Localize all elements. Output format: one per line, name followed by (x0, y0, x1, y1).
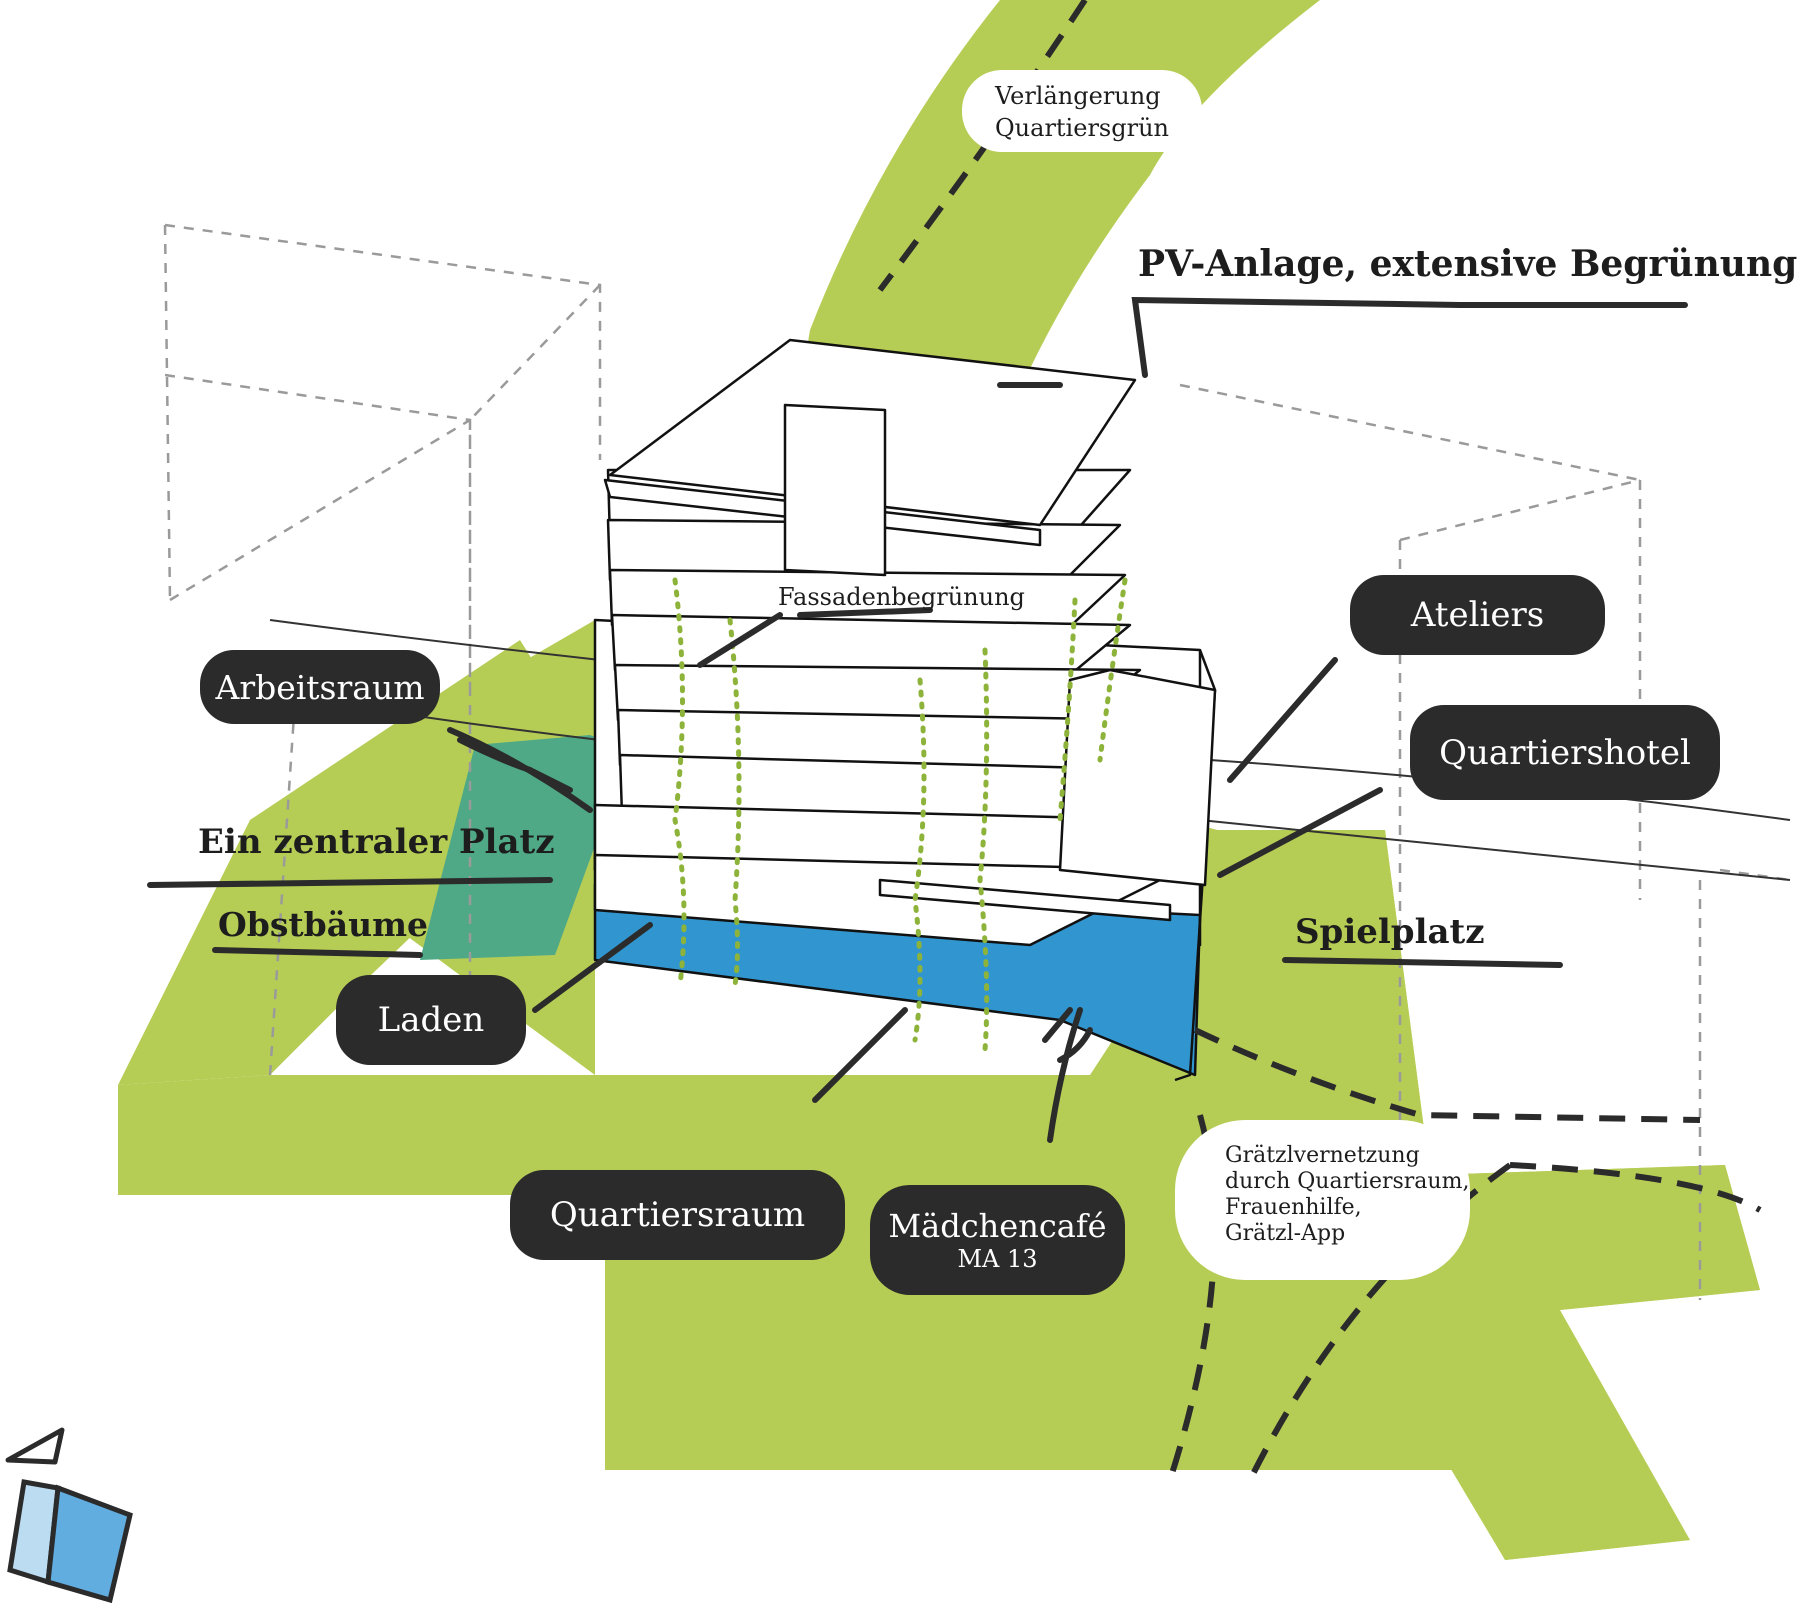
pv-panel-icon (7, 1479, 133, 1604)
network-label-3: Frauenhilfe, (1225, 1195, 1362, 1220)
teal-square (420, 735, 630, 960)
green-extension-cloud (962, 70, 1202, 152)
facade-greenery (672, 577, 1128, 1053)
quartiershotel-badge: Quartiershotel (1410, 705, 1720, 800)
green-extension-label-2: Quartiersgrün (995, 114, 1169, 142)
network-cloud (1175, 1120, 1470, 1280)
obstbaeume-label: Obstbäume (218, 905, 429, 944)
network-label-1: Grätzlvernetzung (1225, 1143, 1420, 1168)
green-extension-label-1: Verlängerung (995, 82, 1161, 110)
facade-label: Fassadenbegrünung (778, 583, 1025, 611)
roof-label: PV-Anlage, extensive Begrünung (1138, 243, 1798, 285)
network-label-2: durch Quartiersraum, (1225, 1169, 1470, 1194)
building (593, 338, 1217, 1082)
quartiersraum-badge: Quartiersraum (510, 1170, 845, 1260)
maedchencafe-badge: Mädchencafé MA 13 (870, 1185, 1125, 1295)
ateliers-badge: Ateliers (1350, 575, 1605, 655)
green-strip-west (118, 620, 595, 1085)
compass-arrow-icon (5, 1427, 65, 1465)
arbeitsraum-badge: Arbeitsraum (200, 650, 440, 724)
maedchencafe-label: Mädchencafé (888, 1207, 1107, 1245)
stair-core (783, 403, 887, 577)
spielplatz-label: Spielplatz (1295, 912, 1485, 952)
laden-badge: Laden (336, 975, 526, 1065)
network-label-4: Grätzl-App (1225, 1221, 1346, 1246)
ma13-label: MA 13 (957, 1245, 1038, 1273)
connection-arrows (147, 296, 1688, 1143)
zentraler-platz-label: Ein zentraler Platz (198, 822, 555, 862)
